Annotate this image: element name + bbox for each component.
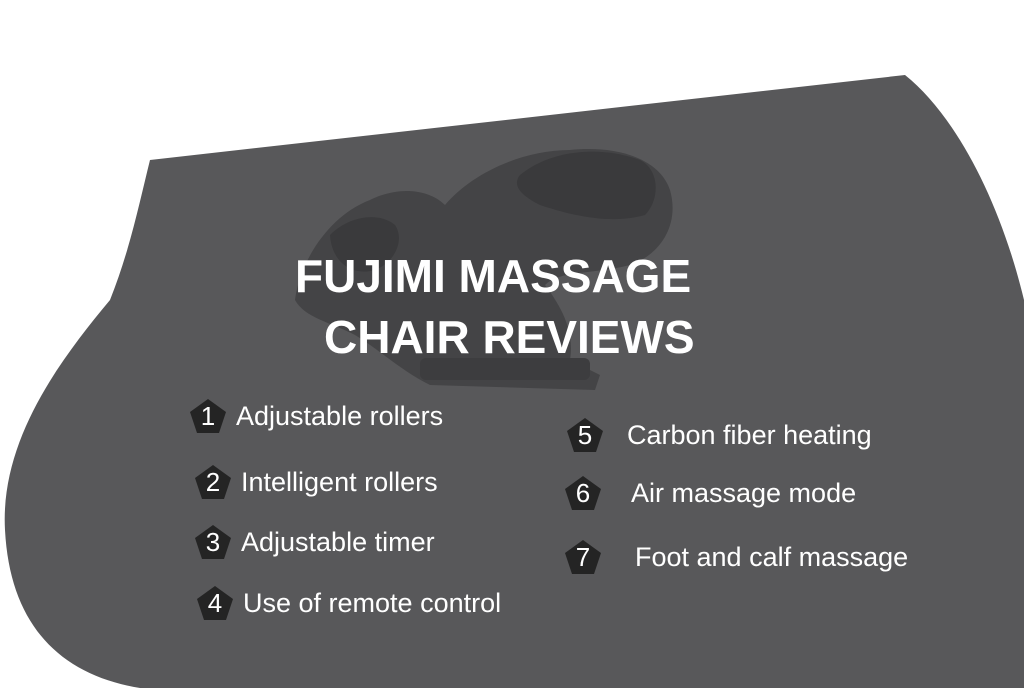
feature-number: 4 bbox=[207, 588, 223, 618]
feature-item-7: 7 Foot and calf massage bbox=[563, 537, 908, 577]
pentagon-badge-icon: 5 bbox=[565, 415, 605, 455]
pentagon-badge-icon: 2 bbox=[193, 462, 233, 502]
pentagon-badge-icon: 6 bbox=[563, 473, 603, 513]
feature-label: Carbon fiber heating bbox=[627, 419, 872, 450]
feature-label: Intelligent rollers bbox=[241, 466, 438, 497]
feature-label: Adjustable timer bbox=[241, 526, 435, 557]
feature-item-1: 1 Adjustable rollers bbox=[188, 396, 443, 436]
feature-label: Use of remote control bbox=[243, 587, 502, 618]
pentagon-badge-icon: 7 bbox=[563, 537, 603, 577]
feature-label: Air massage mode bbox=[631, 477, 857, 508]
page-title-line-2: CHAIR REVIEWS bbox=[324, 311, 695, 363]
page-title-line-1: FUJIMI MASSAGE bbox=[295, 250, 692, 302]
feature-label: Adjustable rollers bbox=[236, 400, 444, 431]
feature-item-6: 6 Air massage mode bbox=[563, 473, 856, 513]
feature-item-2: 2 Intelligent rollers bbox=[193, 462, 438, 502]
massage-chair-image bbox=[295, 149, 673, 390]
feature-number: 7 bbox=[575, 542, 591, 572]
feature-number: 3 bbox=[205, 527, 221, 557]
pentagon-badge-icon: 3 bbox=[193, 522, 233, 562]
feature-number: 2 bbox=[205, 467, 221, 497]
feature-item-5: 5 Carbon fiber heating bbox=[565, 415, 872, 455]
feature-number: 6 bbox=[575, 478, 591, 508]
feature-number: 5 bbox=[577, 420, 593, 450]
feature-number: 1 bbox=[200, 401, 216, 431]
pentagon-badge-icon: 4 bbox=[195, 583, 235, 623]
feature-label: Foot and calf massage bbox=[635, 541, 909, 572]
feature-item-3: 3 Adjustable timer bbox=[193, 522, 435, 562]
pentagon-badge-icon: 1 bbox=[188, 396, 228, 436]
feature-item-4: 4 Use of remote control bbox=[195, 583, 501, 623]
